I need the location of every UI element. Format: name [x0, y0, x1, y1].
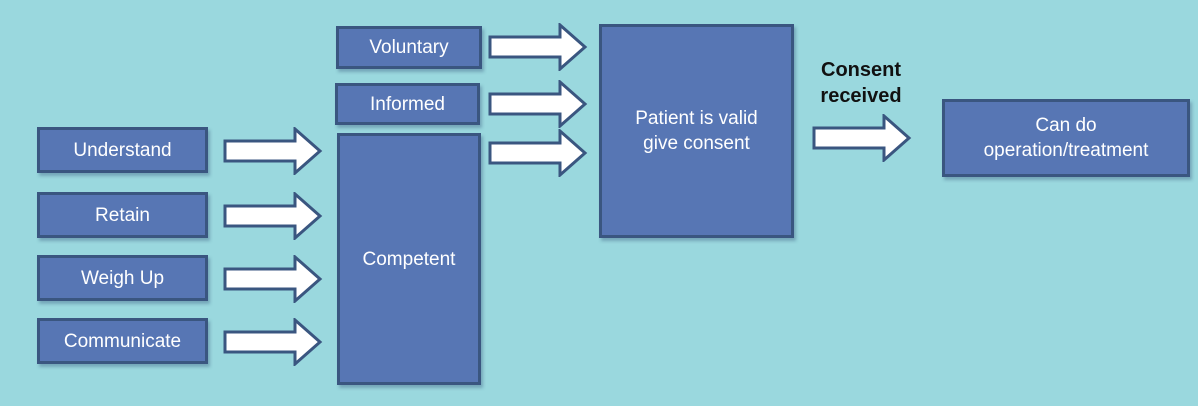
box-voluntary: Voluntary [336, 26, 482, 69]
box-retain: Retain [37, 192, 208, 238]
box-retain-label: Retain [95, 204, 150, 226]
consent-received-line2: received [820, 85, 902, 107]
arrow-weigh-up-to-competent-icon [223, 255, 323, 303]
box-informed: Informed [335, 83, 480, 125]
arrow-voluntary-to-outcome-icon [488, 23, 588, 71]
box-can-do-operation-line1: Can do [1035, 115, 1097, 136]
box-patient-valid-consent-line2: give consent [643, 133, 750, 154]
arrow-consent-received-icon [812, 114, 912, 162]
box-patient-valid-consent: Patient is valid give consent [599, 24, 794, 238]
box-can-do-operation-line2: operation/treatment [983, 140, 1149, 161]
box-competent: Competent [337, 133, 481, 385]
consent-received-line1: Consent [821, 59, 901, 81]
arrow-retain-to-competent-icon [223, 192, 323, 240]
box-competent-label: Competent [362, 248, 456, 270]
box-weigh-up: Weigh Up [37, 255, 208, 301]
arrow-informed-to-outcome-icon [488, 80, 588, 128]
box-can-do-operation: Can do operation/treatment [942, 99, 1190, 177]
consent-received-label: Consent received [800, 57, 922, 109]
arrow-communicate-to-competent-icon [223, 318, 323, 366]
box-communicate-label: Communicate [63, 330, 182, 352]
arrow-understand-to-competent-icon [223, 127, 323, 175]
box-patient-valid-consent-line1: Patient is valid [635, 108, 758, 129]
box-understand: Understand [37, 127, 208, 173]
box-understand-label: Understand [73, 139, 172, 161]
box-informed-label: Informed [370, 93, 445, 115]
box-weigh-up-label: Weigh Up [80, 267, 165, 289]
arrow-competent-to-outcome-icon [488, 129, 588, 177]
box-communicate: Communicate [37, 318, 208, 364]
box-voluntary-label: Voluntary [369, 37, 449, 58]
